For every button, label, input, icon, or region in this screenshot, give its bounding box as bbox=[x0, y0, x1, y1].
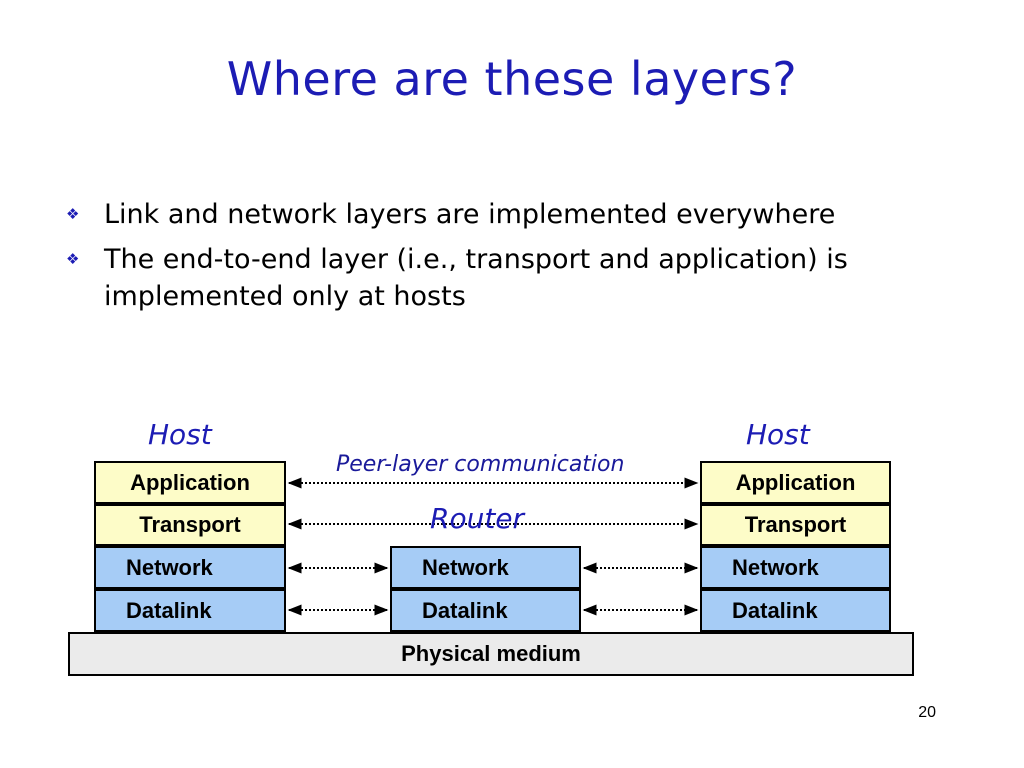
peer-layer-label: Peer-layer communication bbox=[336, 452, 625, 477]
right-host-label: Host bbox=[746, 418, 810, 451]
page-number: 20 bbox=[918, 704, 936, 721]
router-datalink-layer: Datalink bbox=[390, 589, 581, 632]
slide-title: Where are these layers? bbox=[226, 52, 798, 106]
bullet-list: ❖ Link and network layers are implemente… bbox=[62, 196, 962, 323]
right-host-application-layer: Application bbox=[700, 461, 891, 504]
router-label: Router bbox=[430, 502, 525, 535]
bullet-text: The end-to-end layer (i.e., transport an… bbox=[104, 244, 848, 312]
left-host-application-layer: Application bbox=[94, 461, 286, 504]
right-host-transport-layer: Transport bbox=[700, 504, 891, 546]
left-host-network-layer: Network bbox=[94, 546, 286, 589]
right-host-network-layer: Network bbox=[700, 546, 891, 589]
diamond-bullet-icon: ❖ bbox=[66, 205, 80, 223]
left-host-label: Host bbox=[148, 418, 212, 451]
physical-medium: Physical medium bbox=[68, 632, 914, 676]
router-network-layer: Network bbox=[390, 546, 581, 589]
bullet-item: ❖ Link and network layers are implemente… bbox=[62, 196, 962, 233]
bullet-text: Link and network layers are implemented … bbox=[104, 199, 836, 230]
bullet-item: ❖ The end-to-end layer (i.e., transport … bbox=[62, 241, 962, 315]
diamond-bullet-icon: ❖ bbox=[66, 250, 80, 268]
left-host-datalink-layer: Datalink bbox=[94, 589, 286, 632]
right-host-datalink-layer: Datalink bbox=[700, 589, 891, 632]
left-host-transport-layer: Transport bbox=[94, 504, 286, 546]
